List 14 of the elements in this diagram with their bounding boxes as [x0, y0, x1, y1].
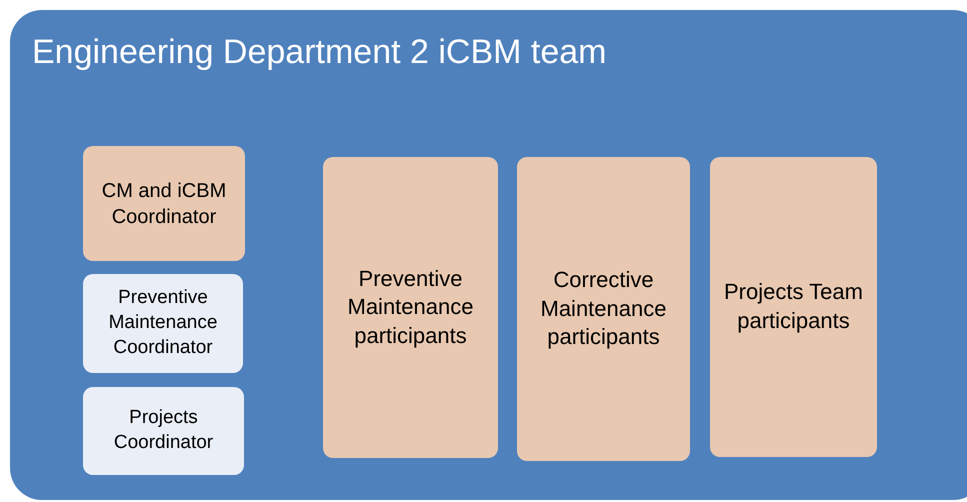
role-label: Preventive Maintenance participants [346, 264, 474, 350]
role-label: Corrective Maintenance participants [540, 266, 668, 352]
role-box [83, 146, 245, 261]
role-box [83, 274, 243, 373]
role-label: CM and iCBM Coordinator [100, 178, 228, 230]
role-box [83, 387, 244, 475]
role-box [710, 157, 877, 457]
role-label: Preventive Maintenance Coordinator [108, 286, 218, 360]
panel-title: Engineering Department 2 iCBM team [32, 34, 606, 72]
role-box [517, 157, 690, 461]
role-label: Projects Coordinator [112, 406, 214, 455]
role-box [323, 157, 498, 458]
role-label: Projects Team participants [723, 278, 864, 335]
team-panel [10, 10, 967, 500]
